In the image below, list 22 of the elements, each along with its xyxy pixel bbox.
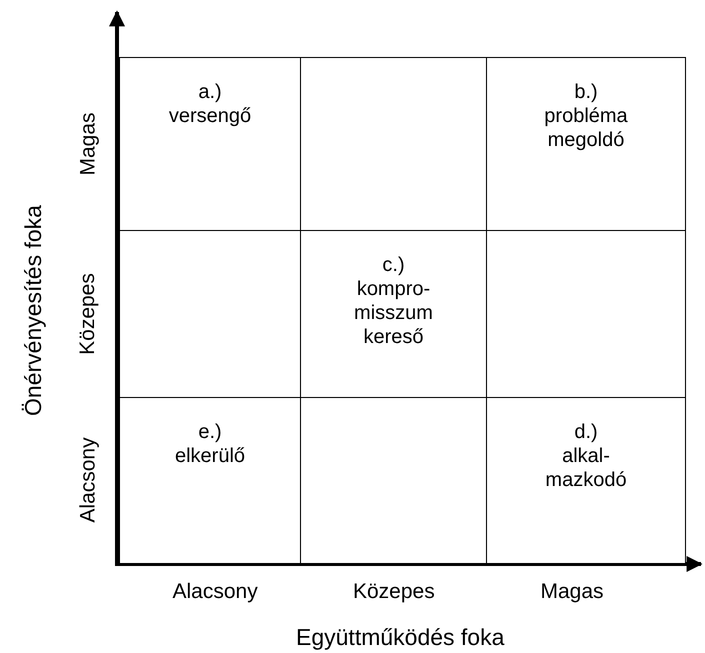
matrix-cell (486, 57, 686, 231)
x-tick-label: Magas (540, 580, 604, 604)
quadrant-letter: b.) (574, 80, 598, 104)
x-tick-label: Alacsony (172, 580, 258, 604)
quadrant-letter: e.) (198, 420, 222, 444)
strategy-label: probléma megoldó (543, 104, 629, 152)
quadrant-letter: d.) (574, 420, 598, 444)
x-tick-label: Közepes (353, 580, 435, 604)
strategy-label: kompro- misszum kereső (353, 277, 434, 349)
y-axis-title: Önérvényesítés foka (19, 204, 46, 416)
strategy-label: alkal- mazkodó (544, 444, 628, 492)
matrix-cell (119, 397, 301, 564)
matrix-cell (486, 397, 686, 564)
y-tick-label: Alacsony (76, 437, 100, 523)
y-tick-label: Közepes (76, 273, 100, 355)
strategy-label: elkerülő (174, 444, 246, 468)
quadrant-letter: c.) (382, 253, 405, 277)
y-tick-label: Magas (76, 112, 100, 176)
quadrant-letter: a.) (198, 80, 222, 104)
strategy-label: versengő (168, 104, 252, 128)
x-axis-title: Együttműködés foka (296, 624, 504, 650)
matrix-cell (119, 57, 301, 231)
